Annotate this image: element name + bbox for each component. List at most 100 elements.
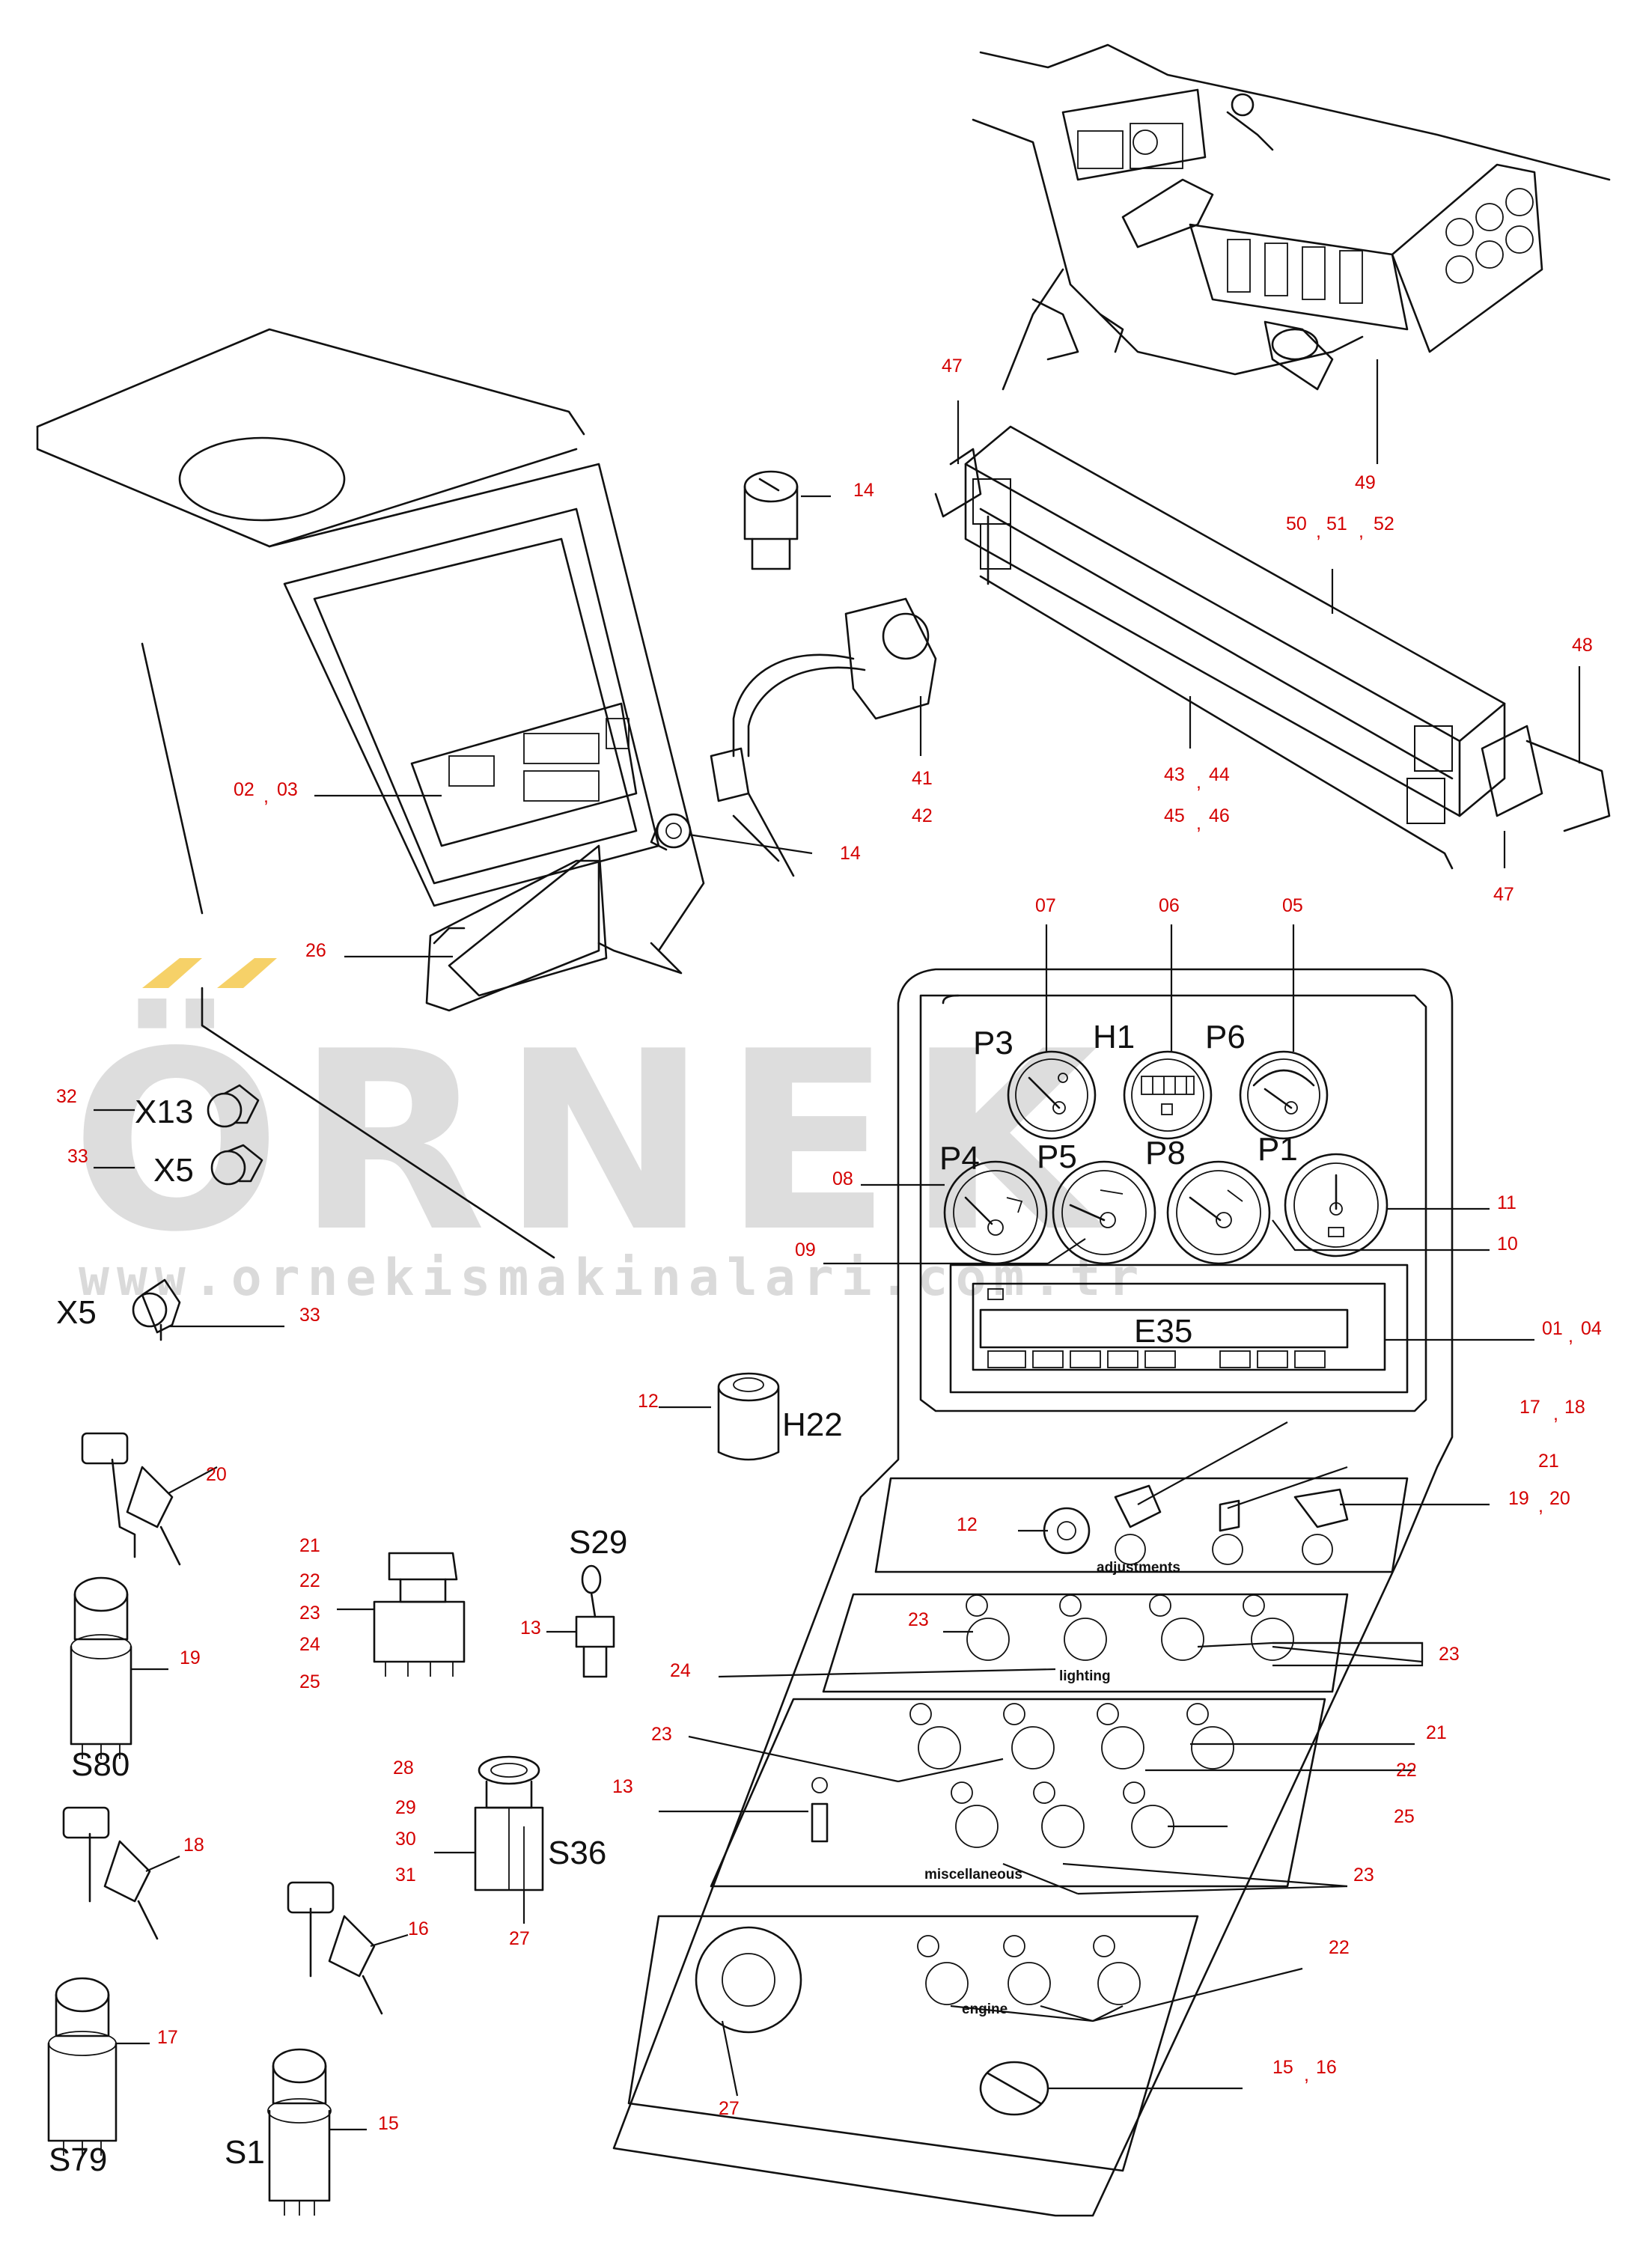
label-engine: engine: [962, 2002, 1008, 2017]
ignition-switch-s80: [70, 1576, 132, 1759]
callout-22b: 22: [1329, 1937, 1350, 1958]
tag-s1: S1: [225, 2134, 265, 2171]
callout-31: 31: [395, 1865, 416, 1886]
tag-x5a: X5: [153, 1152, 194, 1189]
svg-text:,: ,: [1196, 813, 1201, 834]
gauge-p8: [1166, 1160, 1271, 1265]
cab-overview: [972, 43, 1611, 391]
callout-24b: 24: [299, 1634, 320, 1655]
callout-23a: 23: [908, 1609, 929, 1630]
lighter: [743, 470, 799, 570]
tag-p5: P5: [1037, 1138, 1077, 1175]
svg-text:,: ,: [1553, 1403, 1558, 1424]
key-20: [81, 1432, 181, 1566]
callout-44: 44: [1209, 764, 1230, 785]
callout-27b: 27: [509, 1928, 530, 1949]
gauge-p6: [1239, 1050, 1329, 1140]
tag-s36: S36: [548, 1835, 606, 1871]
tag-x5b: X5: [56, 1294, 97, 1331]
callout-17b: 17: [157, 2027, 178, 2048]
fuse-box: [934, 425, 1611, 870]
ignition-switch-s79: [47, 1977, 118, 2156]
watermark-brand: ÖRNEK: [71, 996, 1113, 1286]
callout-52: 52: [1374, 513, 1394, 534]
gauge-leaders: [823, 924, 1534, 1341]
gauge-p3: [1007, 1050, 1097, 1140]
callout-18a: 18: [1564, 1397, 1585, 1418]
callout-19b: 19: [180, 1647, 201, 1668]
switch-panel-engine: [627, 1915, 1199, 2172]
dash-cover: [36, 328, 780, 1259]
svg-text:,: ,: [263, 786, 269, 807]
callout-20b: 20: [206, 1464, 227, 1485]
ignition-switch-s1: [267, 2048, 332, 2216]
watermark-accent-right: [217, 958, 277, 988]
svg-text:,: ,: [1538, 1496, 1543, 1516]
tag-p6: P6: [1205, 1019, 1246, 1055]
callout-22a: 22: [1396, 1760, 1417, 1781]
callout-02: 02: [234, 779, 254, 800]
emergency-stop-s36: [474, 1755, 544, 1891]
watermark: ÖRNEK www.ornekismakinalari.com.tr: [71, 958, 1138, 1308]
callout-13a: 13: [612, 1776, 633, 1797]
callout-10: 10: [1497, 1234, 1518, 1255]
callout-43: 43: [1164, 764, 1185, 785]
callout-22c: 22: [299, 1570, 320, 1591]
callout-05: 05: [1282, 895, 1303, 916]
callout-18b: 18: [183, 1835, 204, 1856]
callout-42: 42: [912, 805, 933, 826]
callout-12a: 12: [638, 1391, 659, 1412]
tag-p1: P1: [1258, 1131, 1298, 1168]
tag-x13: X13: [135, 1094, 193, 1130]
callout-32: 32: [56, 1086, 77, 1107]
svg-text:,: ,: [1304, 2064, 1309, 2085]
callout-29: 29: [395, 1797, 416, 1818]
label-miscellaneous: miscellaneous: [924, 1867, 1022, 1883]
callout-21a: 21: [1538, 1451, 1559, 1472]
tag-h22: H22: [782, 1406, 843, 1443]
callout-23b: 23: [1439, 1644, 1460, 1665]
callout-33b: 33: [299, 1305, 320, 1326]
callout-49: 49: [1355, 472, 1376, 493]
plug-x5-single: [132, 1278, 181, 1341]
callout-23c: 23: [651, 1724, 672, 1745]
key-16: [287, 1881, 383, 2015]
watermark-accent-left: [142, 958, 202, 988]
comma-separators: ,,, ,,, ,,,: [263, 521, 1573, 2085]
callout-03: 03: [277, 779, 298, 800]
callout-17a: 17: [1519, 1397, 1540, 1418]
plug-x5: [210, 1144, 263, 1186]
gauge-p1: [1284, 1153, 1388, 1258]
callout-15b: 15: [378, 2113, 399, 2134]
display-readout: E35: [1134, 1313, 1192, 1350]
callout-12b: 12: [957, 1514, 978, 1535]
callout-14b: 14: [840, 843, 861, 864]
label-lighting: lighting: [1059, 1668, 1111, 1684]
callout-08: 08: [832, 1168, 853, 1189]
callout-20a: 20: [1549, 1488, 1570, 1509]
callout-24a: 24: [670, 1660, 691, 1681]
callout-numbers: 47 49 50 51 52 48 43 44 45 46 47 14 41 4…: [56, 356, 1602, 2134]
switch-panel-lighting: [822, 1593, 1349, 1693]
svg-text:,: ,: [1568, 1326, 1573, 1347]
tag-s29: S29: [569, 1524, 627, 1561]
callout-14a: 14: [853, 480, 874, 501]
callout-26: 26: [305, 940, 326, 961]
component-tags: P3 H1 P6 P4 P5 P8 P1 X13 X5 X5 H22 S29 S…: [49, 1019, 1298, 2178]
gauge-h1: [1123, 1050, 1213, 1140]
callout-41: 41: [912, 768, 933, 789]
callout-25b: 25: [299, 1671, 320, 1692]
callout-33a: 33: [67, 1146, 88, 1167]
spotlight-cable: [710, 597, 937, 877]
gauge-p5: [1052, 1160, 1156, 1265]
callout-25a: 25: [1394, 1806, 1415, 1827]
svg-text:,: ,: [1359, 521, 1364, 542]
key-18: [62, 1806, 159, 1940]
callout-23d: 23: [1353, 1865, 1374, 1886]
callout-19a: 19: [1508, 1488, 1529, 1509]
callout-21b: 21: [1426, 1722, 1447, 1743]
callout-04: 04: [1581, 1318, 1602, 1339]
callout-27a: 27: [719, 2098, 740, 2119]
